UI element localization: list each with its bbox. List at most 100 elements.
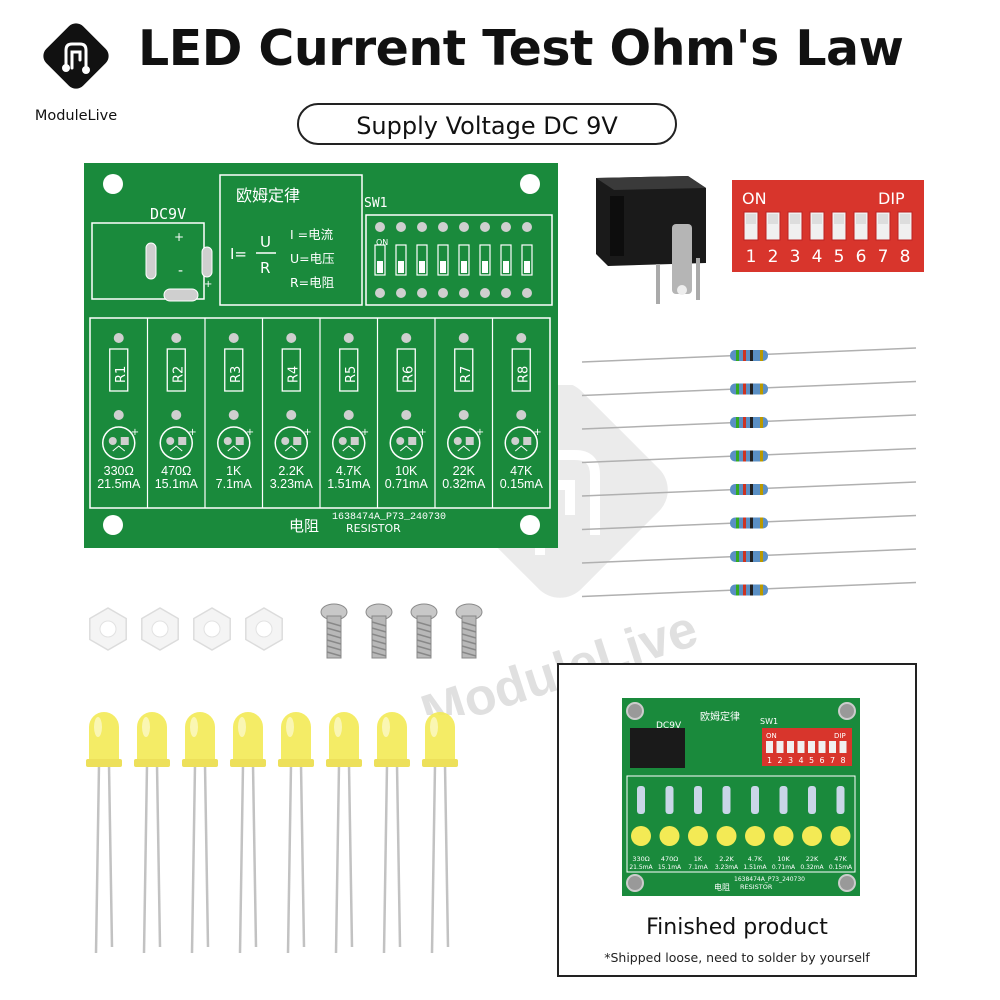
finished-current-label: 0.71mA [772, 864, 796, 871]
finished-dip-dip: DIP [834, 732, 846, 740]
resistor-label: R6 [401, 366, 416, 383]
finished-code: 1638474A_P73_240730 [734, 876, 805, 883]
resistor-label: R4 [286, 366, 301, 383]
finished-dip-number: 2 [777, 756, 782, 765]
finished-dip-number: 1 [767, 756, 772, 765]
legend-u: U=电压 [290, 251, 335, 266]
finished-value-label: 1K [694, 855, 703, 863]
resistor-body [730, 517, 768, 529]
svg-text:+: + [174, 230, 184, 244]
current-label: 1.51mA [327, 477, 371, 491]
resistor-cn-label: 电阻 [289, 517, 319, 535]
finished-dip-on: ON [766, 732, 777, 740]
pcb-board: DC9V + - + 欧姆定律 I= U R I =电流 U=电压 R=电阻 S… [84, 163, 558, 548]
finished-dip-number: 4 [798, 756, 803, 765]
yellow-led [89, 712, 119, 767]
svg-text:+: + [418, 427, 426, 438]
resistor-value-label: 2.2K [278, 464, 304, 478]
svg-text:+: + [204, 279, 212, 290]
resistor-body [730, 484, 768, 495]
resistor-led-columns: R1+330Ω21.5mAR2+470Ω15.1mAR3+1K7.1mAR4+2… [89, 317, 551, 509]
resistor-value-label: 22K [453, 464, 476, 478]
resistor-en-label: RESISTOR [346, 522, 401, 535]
finished-board: DC9V 欧姆定律 SW1 ON DIP 330Ω21.5mA470Ω15.1m… [622, 698, 860, 896]
led-set [86, 712, 458, 954]
yellow-led [425, 712, 455, 767]
mount-hole [103, 174, 123, 194]
finished-current-label: 21.5mA [629, 864, 653, 871]
switch-footprint [374, 222, 533, 298]
switch-on-label: ON [376, 238, 388, 247]
yellow-led [233, 712, 263, 767]
finished-current-label: 1.51mA [743, 864, 767, 871]
svg-text:+: + [361, 427, 369, 438]
resistor-value-label: 10K [395, 464, 418, 478]
resistor-label: R8 [516, 366, 531, 383]
finished-dip-number: 8 [840, 756, 845, 765]
formula-r: R [260, 259, 270, 277]
finished-dc-label: DC9V [656, 721, 682, 731]
svg-text:+: + [476, 427, 484, 438]
resistor-set [581, 347, 917, 598]
formula-u: U [260, 233, 271, 251]
ohms-law-title: 欧姆定律 [236, 186, 300, 205]
resistor-label: R5 [344, 366, 359, 383]
finished-current-label: 3.23mA [715, 864, 739, 871]
finished-value-label: 10K [777, 855, 790, 863]
dip-label: DIP [878, 189, 905, 208]
current-label: 0.71mA [385, 477, 429, 491]
resistor-body [730, 350, 768, 361]
resistor-value-label: 47K [510, 464, 533, 478]
resistor-value-label: 470Ω [161, 464, 191, 478]
board-code: 1638474A_P73_240730 [332, 512, 446, 523]
brand-logo: ModuleLive [22, 20, 130, 132]
finished-value-label: 22K [806, 855, 819, 863]
finished-current-label: 7.1mA [688, 864, 708, 871]
finished-product-note: *Shipped loose, need to solder by yourse… [604, 950, 870, 965]
finished-value-label: 47K [834, 855, 847, 863]
finished-resistor-cn: 电阻 [714, 882, 730, 892]
finished-value-label: 2.2K [719, 855, 734, 863]
svg-text:+: + [131, 427, 139, 438]
finished-dip-number: 3 [788, 756, 793, 765]
finished-value-label: 330Ω [632, 855, 649, 863]
resistor-body [730, 417, 768, 428]
finished-dip-number: 5 [809, 756, 814, 765]
dip-on-label: ON [742, 189, 767, 208]
finished-product-title: Finished product [646, 915, 828, 940]
yellow-led [137, 712, 167, 767]
finished-dip-number: 6 [819, 756, 824, 765]
nut-set [89, 607, 283, 651]
finished-current-label: 0.32mA [800, 864, 824, 871]
logo-mark-icon [43, 23, 109, 89]
finished-current-label: 0.15mA [829, 864, 853, 871]
resistor-value-label: 1K [226, 464, 242, 478]
switch-label: SW1 [364, 196, 387, 211]
brand-name: ModuleLive [34, 108, 118, 124]
finished-resistor-en: RESISTOR [740, 883, 773, 891]
supply-voltage-badge: Supply Voltage DC 9V [297, 103, 677, 145]
finished-value-label: 470Ω [661, 855, 678, 863]
current-label: 15.1mA [155, 477, 199, 491]
screw-set [320, 603, 483, 659]
current-label: 0.32mA [442, 477, 486, 491]
resistor-value-label: 4.7K [336, 464, 362, 478]
yellow-led [185, 712, 215, 767]
dip-number: 6 [856, 247, 867, 267]
resistor-label: R2 [171, 366, 186, 383]
dip-number: 1 [746, 247, 757, 267]
formula-i: I= [230, 245, 247, 263]
svg-text:+: + [246, 427, 254, 438]
yellow-led [281, 712, 311, 767]
current-label: 0.15mA [500, 477, 544, 491]
mount-hole [520, 515, 540, 535]
svg-text:+: + [303, 427, 311, 438]
yellow-led [329, 712, 359, 767]
current-label: 7.1mA [216, 477, 253, 491]
dip-number: 8 [900, 247, 911, 267]
mount-hole [103, 515, 123, 535]
current-label: 3.23mA [270, 477, 314, 491]
resistor-label: R3 [229, 366, 244, 383]
